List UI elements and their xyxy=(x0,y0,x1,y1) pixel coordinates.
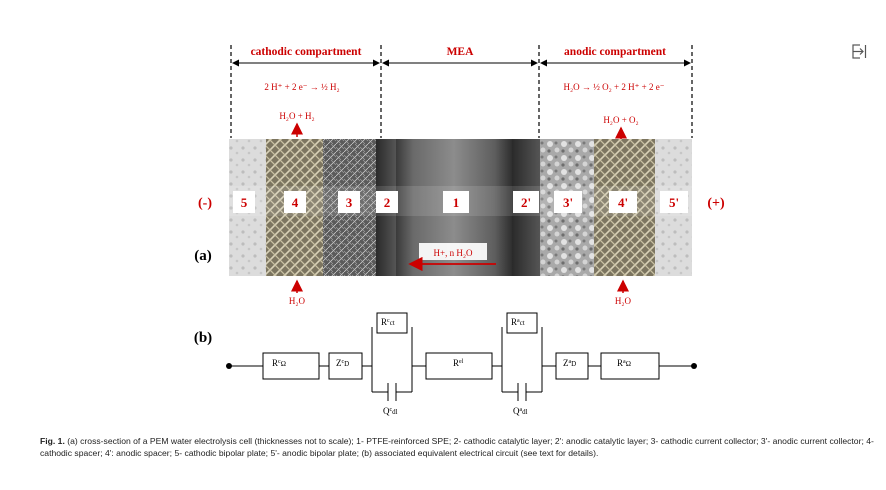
caption-label: Fig. 1. xyxy=(40,436,65,446)
compartment-dividers xyxy=(230,45,693,138)
cathode-output-label: H₂O + H₂ xyxy=(279,111,314,121)
q-dl-anodic: Qadl xyxy=(513,406,528,416)
caption-text: (a) cross-section of a PEM water electro… xyxy=(40,436,874,458)
circuit-terminal-right xyxy=(691,363,697,369)
anode-input-label: H₂O xyxy=(615,296,632,306)
r-ohm-anodic: RaΩ xyxy=(617,358,631,368)
q-dl-cathodic: Qcdl xyxy=(383,406,398,416)
mea-label: MEA xyxy=(447,46,475,58)
layer-label-3: 3 xyxy=(346,195,353,210)
z-d-cathodic: ZcD xyxy=(336,358,349,368)
positive-polarity: (+) xyxy=(707,196,725,211)
figure-caption: Fig. 1. (a) cross-section of a PEM water… xyxy=(40,436,876,459)
negative-polarity: (-) xyxy=(198,196,212,211)
export-icon[interactable] xyxy=(851,43,868,60)
circuit-elements xyxy=(262,312,660,380)
layer-label-2-prime: 2' xyxy=(521,195,531,210)
z-d-anodic: ZaD xyxy=(563,358,576,368)
cathode-input-label: H₂O xyxy=(289,296,306,306)
anode-reaction: H₂O → ½ O₂ + 2 H⁺ + 2 e⁻ xyxy=(564,82,665,92)
equivalent-circuit xyxy=(231,327,692,401)
layer-label-2: 2 xyxy=(384,195,391,210)
cathode-reaction: 2 H⁺ + 2 e⁻ → ½ H₂ xyxy=(264,82,339,92)
figure-1: cathodic compartment MEA anodic compartm… xyxy=(194,45,725,416)
r-ct-cathodic: Rcct xyxy=(381,317,395,327)
panel-a-label: (a) xyxy=(194,248,212,264)
layer-label-4: 4 xyxy=(292,195,299,210)
cathodic-compartment-label: cathodic compartment xyxy=(251,46,362,58)
proton-flow-label: H+, n H₂O xyxy=(434,248,473,258)
circuit-terminal-left xyxy=(226,363,232,369)
anodic-compartment-label: anodic compartment xyxy=(564,46,666,58)
layer-label-3-prime: 3' xyxy=(563,195,573,210)
layer-label-5: 5 xyxy=(241,195,248,210)
layer-label-4-prime: 4' xyxy=(618,195,628,210)
r-ohm-cathodic: RcΩ xyxy=(272,358,286,368)
panel-b-label: (b) xyxy=(194,330,212,346)
anode-output-label: H₂O + O₂ xyxy=(603,115,638,125)
r-electrolyte: Rel xyxy=(453,358,464,368)
layer-label-5-prime: 5' xyxy=(669,195,679,210)
layer-label-1: 1 xyxy=(453,195,460,210)
r-ct-anodic: Ract xyxy=(511,317,525,327)
